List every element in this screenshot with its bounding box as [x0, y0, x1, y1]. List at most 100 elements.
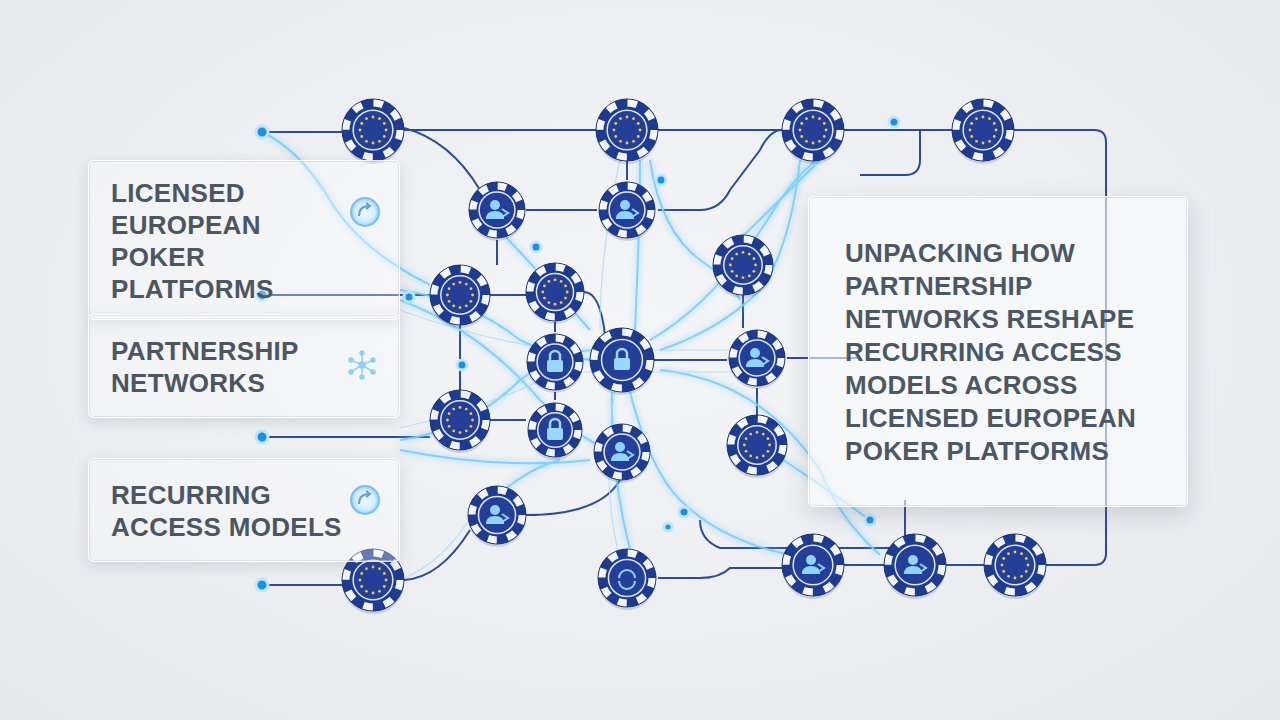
- chip-part: [632, 140, 635, 143]
- chip-part: [982, 142, 985, 145]
- chip-part: [768, 444, 771, 447]
- chip-part: [731, 419, 783, 471]
- chip-part: [632, 117, 635, 120]
- poker-chip: [590, 328, 654, 395]
- chip-part: [465, 305, 468, 308]
- chip-part: [560, 301, 563, 304]
- chip-part: [359, 579, 362, 582]
- chip-part: [346, 103, 400, 157]
- chip-part: [452, 305, 455, 308]
- chip-part: [619, 140, 622, 143]
- chip-part: [548, 280, 551, 283]
- poker-chip: [729, 330, 785, 389]
- chip-part: [746, 359, 764, 367]
- chip-part: [626, 116, 629, 119]
- chip-part: [812, 142, 815, 145]
- chip-part: [617, 349, 627, 358]
- chip-part: [537, 344, 573, 380]
- chip-part: [434, 394, 486, 446]
- chip-part: [502, 209, 508, 217]
- chip-part: [812, 116, 815, 119]
- chip-part: [378, 567, 381, 570]
- chip-part: [753, 257, 756, 260]
- chip-part: [550, 419, 560, 428]
- chip-part: [904, 566, 922, 574]
- chip-part: [599, 182, 655, 238]
- chip-part: [554, 278, 557, 281]
- chip-part: [359, 129, 362, 132]
- chip-part: [762, 357, 768, 365]
- chip-part: [486, 211, 504, 219]
- chip-part: [756, 431, 759, 434]
- chip-part: [713, 235, 773, 295]
- poker-chip: [526, 263, 584, 324]
- chip-part: [735, 253, 738, 256]
- chip-part: [468, 486, 526, 544]
- chip-part: [465, 408, 468, 411]
- chip-part: [430, 265, 490, 325]
- chip-part: [385, 579, 388, 582]
- chip-part: [459, 431, 462, 434]
- chip-part: [465, 283, 468, 286]
- chip-part: [543, 285, 546, 288]
- chip-part: [995, 129, 998, 132]
- chip-part: [748, 275, 751, 278]
- chip-part: [620, 200, 630, 210]
- chip-part: [532, 407, 578, 453]
- chip-part: [920, 564, 926, 572]
- poker-chip: [782, 99, 844, 164]
- chip-part: [378, 590, 381, 593]
- chip-part: [786, 103, 840, 157]
- chip-part: [441, 276, 479, 314]
- poker-chip: [713, 235, 773, 298]
- chip-part: [472, 490, 522, 540]
- chip-part: [767, 450, 770, 453]
- chip-part: [745, 450, 748, 453]
- chip-part: [378, 117, 381, 120]
- chip-part: [360, 135, 363, 138]
- chip-part: [613, 129, 616, 132]
- chip-part: [564, 285, 567, 288]
- chip-part: [554, 303, 557, 306]
- chip-part: [1020, 552, 1023, 555]
- chip-part: [531, 338, 579, 386]
- chip-part: [448, 412, 451, 415]
- poker-chip: [430, 265, 490, 328]
- poker-chip: [884, 534, 946, 599]
- poker-chip: [430, 390, 490, 453]
- chip-part: [729, 264, 732, 267]
- chip-part: [743, 444, 746, 447]
- chip-part: [448, 287, 451, 290]
- chip-part: [993, 135, 996, 138]
- chip-part: [627, 451, 633, 459]
- chip-part: [452, 283, 455, 286]
- chip-part: [383, 122, 386, 125]
- chip-part: [793, 110, 833, 150]
- label-box: RECURRING ACCESS MODELS: [88, 458, 400, 562]
- chip-part: [598, 428, 646, 476]
- chip-part: [550, 351, 560, 360]
- chip-part: [459, 406, 462, 409]
- chip-part: [602, 553, 652, 603]
- chip-part: [372, 142, 375, 145]
- poker-chip: [468, 486, 526, 547]
- poker-chip: [596, 99, 658, 164]
- chip-part: [360, 585, 363, 588]
- chip-part: [547, 360, 563, 372]
- chip-part: [566, 291, 569, 294]
- chip-part: [724, 246, 762, 284]
- chip-part: [1025, 570, 1028, 573]
- chip-part: [353, 560, 393, 600]
- box-label: LICENSED EUROPEAN POKER PLATFORMS: [111, 177, 347, 305]
- chip-part: [956, 103, 1010, 157]
- chip-part: [802, 566, 820, 574]
- chip-part: [782, 534, 844, 596]
- chip-part: [729, 330, 785, 386]
- chip-part: [970, 122, 973, 125]
- chip-part: [717, 239, 769, 291]
- chip-part: [1014, 577, 1017, 580]
- chip-part: [745, 437, 748, 440]
- chip-part: [365, 140, 368, 143]
- chip-part: [969, 129, 972, 132]
- chip-part: [982, 116, 985, 119]
